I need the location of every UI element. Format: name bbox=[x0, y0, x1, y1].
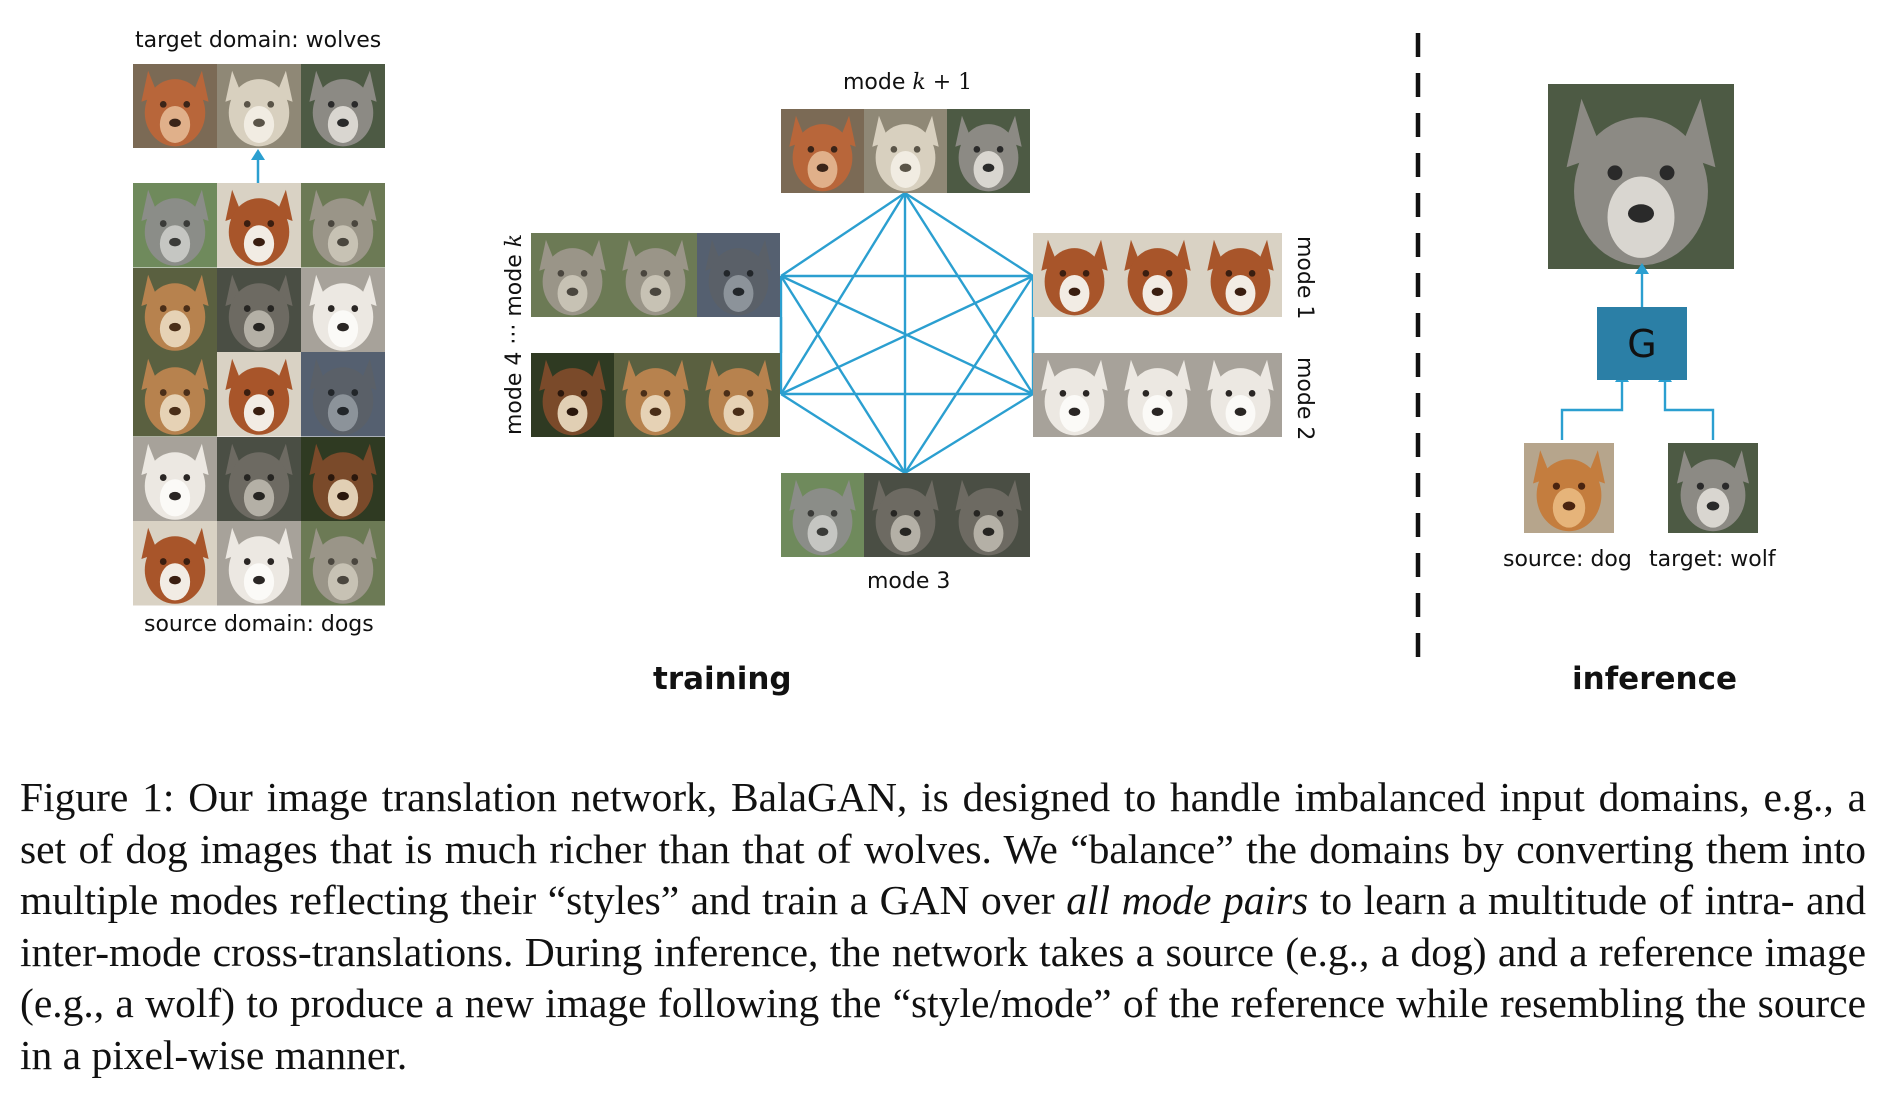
mode-1-thumbnail bbox=[1033, 233, 1116, 317]
caption-text-1: Figure 1: Our image translation network,… bbox=[20, 774, 1866, 923]
mode-2-label: mode 2 bbox=[1292, 357, 1317, 441]
dog-thumbnail bbox=[133, 183, 217, 268]
mode-4-thumbnail bbox=[697, 353, 780, 437]
mode-pair-edge bbox=[780, 274, 1034, 396]
mode-2-thumbnail bbox=[1033, 353, 1116, 437]
mode-pair-edge bbox=[904, 191, 1034, 278]
output-wolf-image bbox=[1548, 84, 1734, 269]
mode-k-plus-1-thumbnail bbox=[781, 109, 864, 193]
mode-pair-edge bbox=[903, 192, 1035, 395]
dog-thumbnail bbox=[133, 267, 217, 352]
inference-section-label: inference bbox=[1572, 661, 1737, 697]
mode-k-plus-1-thumbnail bbox=[864, 109, 947, 193]
mode-2-thumbnail bbox=[1199, 353, 1282, 437]
caption-emphasis: all mode pairs bbox=[1066, 877, 1309, 923]
mode-k-thumbnail bbox=[531, 233, 614, 317]
dog-thumbnail bbox=[301, 267, 385, 352]
dog-thumbnail bbox=[217, 267, 301, 352]
source-dog-thumbnail bbox=[1524, 443, 1614, 533]
mode-3-thumbnail bbox=[864, 473, 947, 557]
figure-caption: Figure 1: Our image translation network,… bbox=[20, 772, 1866, 1081]
dog-thumbnail bbox=[133, 521, 217, 606]
dog-thumbnail bbox=[133, 436, 217, 521]
mode-k-plus-1-prefix: mode bbox=[843, 70, 913, 95]
dog-thumbnail bbox=[301, 521, 385, 606]
mode-pair-edge bbox=[779, 275, 907, 474]
mode-3-thumbnail bbox=[947, 473, 1030, 557]
mode-pair-edge bbox=[903, 275, 1035, 474]
wolf-thumbnail bbox=[217, 64, 301, 148]
dashed-separator bbox=[1415, 33, 1421, 668]
mode-3-thumbnail bbox=[781, 473, 864, 557]
wolf-thumbnail bbox=[301, 64, 385, 148]
generator-box: G bbox=[1597, 307, 1687, 380]
mode-4-thumbnail bbox=[614, 353, 697, 437]
mode-pair-edge bbox=[779, 192, 907, 395]
mode-pair-edge bbox=[904, 392, 1034, 475]
generator-label: G bbox=[1627, 321, 1657, 366]
mode-connection-graph bbox=[779, 191, 1035, 475]
training-section-label: training bbox=[653, 661, 792, 697]
mode-3-label: mode 3 bbox=[867, 569, 951, 594]
dog-thumbnail bbox=[301, 352, 385, 437]
mode-4-to-k-var: k bbox=[502, 233, 527, 248]
mode-k-plus-1-var: k bbox=[912, 70, 926, 95]
mode-1-thumbnail bbox=[1199, 233, 1282, 317]
dog-thumbnail bbox=[217, 183, 301, 268]
mode-k-plus-1-label: mode k + 1 bbox=[843, 70, 972, 95]
target-wolf-label: target: wolf bbox=[1649, 547, 1776, 572]
mode-k-thumbnail bbox=[697, 233, 780, 317]
source-domain-label: source domain: dogs bbox=[144, 612, 374, 637]
caption-text-2: to learn a multitude of intra- and inter… bbox=[20, 877, 1866, 1078]
dog-thumbnail bbox=[217, 436, 301, 521]
mode-pair-edge bbox=[780, 392, 906, 475]
mode-4-to-k-prefix: mode 4 ··· mode bbox=[502, 247, 527, 435]
wolf-thumbnail bbox=[133, 64, 217, 148]
mode-pair-edge bbox=[780, 192, 906, 277]
mode-k-plus-1-suffix: + 1 bbox=[925, 70, 973, 95]
dog-thumbnail bbox=[133, 352, 217, 437]
source-dog-label: source: dog bbox=[1503, 547, 1632, 572]
mode-1-thumbnail bbox=[1116, 233, 1199, 317]
mode-4-to-k-label: mode 4 ··· mode k bbox=[502, 234, 527, 435]
mode-1-label: mode 1 bbox=[1292, 236, 1317, 320]
mode-k-thumbnail bbox=[614, 233, 697, 317]
dog-thumbnail bbox=[301, 436, 385, 521]
target-domain-label: target domain: wolves bbox=[135, 28, 382, 53]
mode-k-plus-1-thumbnail bbox=[947, 109, 1030, 193]
target-wolf-thumbnail bbox=[1668, 443, 1758, 533]
dog-thumbnail bbox=[301, 183, 385, 268]
mode-4-thumbnail bbox=[531, 353, 614, 437]
mode-2-thumbnail bbox=[1116, 353, 1199, 437]
left-arrow bbox=[251, 149, 265, 186]
dog-thumbnail bbox=[217, 521, 301, 606]
dog-thumbnail bbox=[217, 352, 301, 437]
